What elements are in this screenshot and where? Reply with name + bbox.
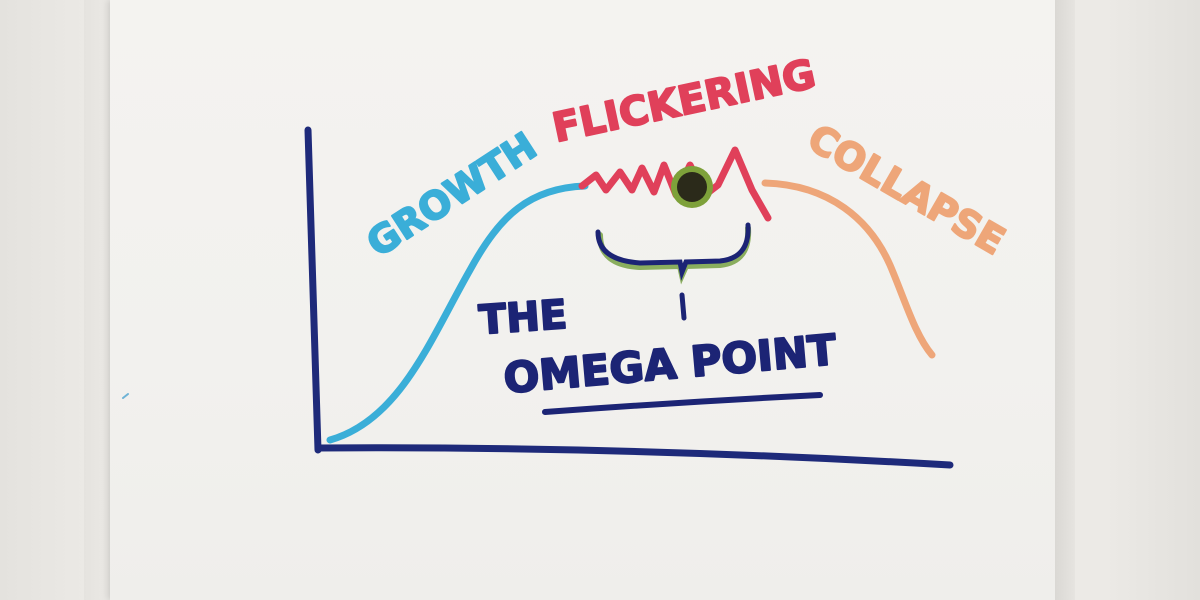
bracket [595,222,751,281]
collapse-label: COLLAPSE [801,116,1013,264]
growth-label: GROWTH [359,124,544,266]
growth-curve [326,182,589,444]
right-paper-edge [1055,0,1075,600]
collapse-curve [761,179,936,359]
bracket-shadow [597,225,752,285]
stray-mark [122,393,129,399]
pointer-tick [679,292,687,321]
flickering-zigzag [578,146,772,222]
flickering-label: FLICKERING [549,51,820,152]
x-axis [314,444,954,469]
omega-underline [542,392,823,415]
y-axis [304,126,322,454]
the-label: THE [477,292,568,344]
paper-sheet [110,0,1055,600]
omega-point-dot [677,172,707,202]
